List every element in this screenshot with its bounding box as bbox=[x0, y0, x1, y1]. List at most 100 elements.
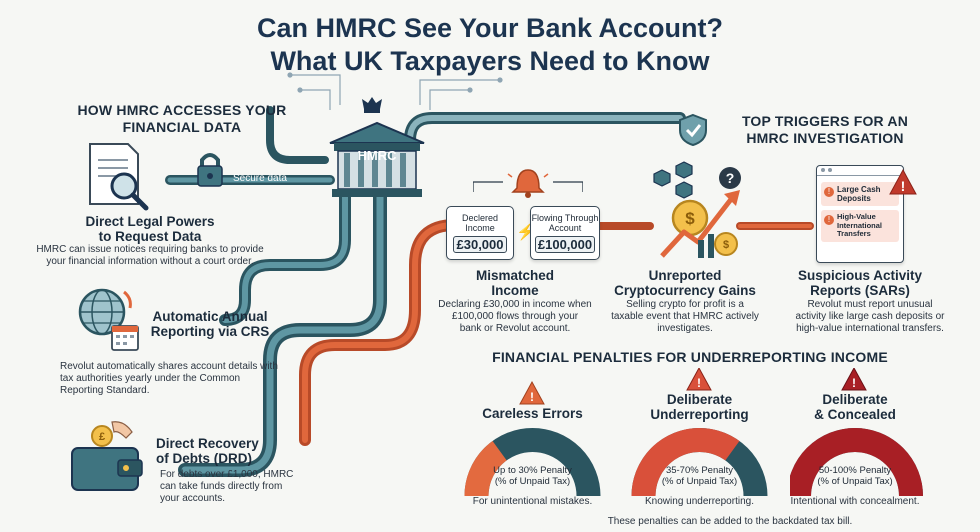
careless-gauge-label: Up to 30% Penalty (% of Unpaid Tax) bbox=[455, 465, 610, 487]
crypto-body-line-3: investigates. bbox=[657, 323, 713, 334]
direct-powers-body-line-2: your financial information without a cou… bbox=[46, 256, 254, 267]
crypto-body-line-1: Selling crypto for profit is a bbox=[626, 299, 744, 310]
crypto-body: Selling crypto for profit is a taxable e… bbox=[595, 299, 775, 335]
declared-income-card: Declered Income £30,000 bbox=[446, 206, 514, 260]
svg-text:$: $ bbox=[685, 209, 695, 228]
drd-body-line-3: your accounts. bbox=[160, 493, 226, 504]
sar-body-line-1: Revolut must report unusual bbox=[807, 299, 933, 310]
deliberate-gauge-line-1: 35-70% Penalty bbox=[665, 465, 734, 476]
concealed-gauge-line-1: 50-100% Penalty bbox=[818, 465, 892, 476]
penalty-deliberate: ! Deliberate Underreporting 35-70% Penal… bbox=[622, 368, 777, 518]
left-heading-line-1: HOW HMRC ACCESSES YOUR bbox=[77, 102, 287, 118]
svg-text:$: $ bbox=[723, 239, 729, 251]
declared-label-2: Income bbox=[465, 223, 495, 233]
drd-body-line-1: For debts over £1,000, HMRC bbox=[160, 469, 294, 480]
direct-powers-title-line-2: to Request Data bbox=[98, 229, 202, 244]
sar-item1-line2: Deposits bbox=[837, 194, 871, 203]
svg-text:!: ! bbox=[697, 376, 701, 390]
crypto-body-line-2: taxable event that HMRC actively bbox=[611, 311, 759, 322]
svg-text:!: ! bbox=[901, 178, 906, 194]
drd-title-line-2: of Debts (DRD) bbox=[156, 451, 252, 466]
drd-title: Direct Recovery of Debts (DRD) bbox=[156, 436, 266, 466]
careless-title-line-1: Careless Errors bbox=[482, 406, 583, 421]
svg-text:?: ? bbox=[726, 170, 735, 186]
document-magnifier-icon bbox=[89, 143, 149, 211]
crypto-title-line-1: Unreported bbox=[648, 268, 722, 283]
shield-icon bbox=[679, 113, 707, 147]
crs-body-line-1: Revolut automatically shares account det… bbox=[60, 361, 278, 372]
crs-body-line-2: tax authorities yearly under the Common bbox=[60, 373, 241, 384]
flowing-amount: £100,000 bbox=[535, 236, 595, 253]
declared-label-1: Declered bbox=[461, 213, 499, 223]
penalties-heading: FINANCIAL PENALTIES FOR UNDERREPORTING I… bbox=[492, 349, 888, 365]
sar-body: Revolut must report unusual activity lik… bbox=[770, 299, 970, 335]
sar-window-bar bbox=[817, 166, 903, 176]
crypto-growth-icon: ? $ $ bbox=[653, 161, 741, 258]
sar-body-line-2: activity like large cash deposits or bbox=[795, 311, 945, 322]
mismatch-body: Declaring £30,000 in income when £100,00… bbox=[420, 299, 610, 335]
crypto-title-line-2: Cryptocurrency Gains bbox=[614, 283, 756, 298]
sar-item-cash: ! Large Cash Deposits bbox=[821, 182, 899, 206]
crs-body-line-3: Reporting Standard. bbox=[60, 385, 150, 396]
penalty-gauge: ! bbox=[790, 368, 923, 497]
page-title: Can HMRC See Your Bank Account? What UK … bbox=[0, 12, 980, 78]
concealed-title-line-2: & Concealed bbox=[814, 407, 896, 422]
mismatch-title-line-1: Mismatched bbox=[475, 268, 555, 283]
sar-item1-line1: Large Cash bbox=[837, 185, 881, 194]
concealed-gauge-label: 50-100% Penalty (% of Unpaid Tax) bbox=[790, 465, 920, 487]
mismatch-body-line-3: bank or Revolut account. bbox=[459, 323, 571, 334]
drd-body: For debts over £1,000, HMRC can take fun… bbox=[160, 469, 310, 505]
penalty-gauge: ! bbox=[631, 368, 768, 497]
svg-text:!: ! bbox=[530, 390, 534, 404]
orange-pipe bbox=[299, 219, 814, 446]
concealed-title-line-1: Deliberate bbox=[822, 392, 888, 407]
drd-body-line-2: can take funds directly from bbox=[160, 481, 283, 492]
svg-text:!: ! bbox=[852, 376, 856, 390]
flowing-label-2: Account bbox=[548, 223, 582, 233]
deliberate-gauge-label: 35-70% Penalty (% of Unpaid Tax) bbox=[622, 465, 777, 487]
globe-calendar-icon bbox=[78, 288, 139, 351]
careless-title: Careless Errors bbox=[455, 406, 610, 421]
sar-item2-line2: International bbox=[837, 220, 883, 230]
title-line-1: Can HMRC See Your Bank Account? bbox=[256, 13, 724, 43]
concealed-title: Deliberate & Concealed bbox=[790, 392, 920, 422]
title-line-2: What UK Taxpayers Need to Know bbox=[270, 46, 710, 76]
crypto-title: Unreported Cryptocurrency Gains bbox=[610, 268, 760, 298]
mismatch-body-line-2: £100,000 flows through your bbox=[451, 311, 579, 322]
direct-powers-body-line-1: HMRC can issue notices requiring banks t… bbox=[36, 244, 264, 255]
mismatch-title-line-2: Income bbox=[491, 283, 539, 298]
hmrc-building-icon bbox=[329, 97, 425, 197]
sar-title-line-2: Reports (SARs) bbox=[810, 283, 910, 298]
wallet-hand-icon: £ bbox=[71, 421, 143, 491]
flowing-label-1: Flowing Through bbox=[531, 213, 599, 223]
deliberate-caption: Knowing underreporting. bbox=[645, 496, 754, 507]
penalties-footnote: These penalties can be added to the back… bbox=[607, 516, 853, 527]
crs-title-line-2: Reporting via CRS bbox=[150, 324, 270, 339]
direct-powers-title: Direct Legal Powers to Request Data bbox=[55, 214, 245, 244]
mismatch-body-line-1: Declaring £30,000 in income when bbox=[438, 299, 592, 310]
direct-powers-body: HMRC can issue notices requiring banks t… bbox=[20, 244, 280, 268]
flowing-account-card: Flowing Through Account £100,000 bbox=[530, 206, 600, 260]
sar-body-line-3: high-value international transfers. bbox=[796, 323, 944, 334]
crs-title: Automatic Annual Reporting via CRS bbox=[150, 309, 270, 339]
deliberate-gauge-line-2: (% of Unpaid Tax) bbox=[661, 476, 738, 487]
svg-text:£: £ bbox=[99, 431, 105, 443]
triggers-heading: TOP TRIGGERS FOR AN HMRC INVESTIGATION bbox=[730, 113, 920, 147]
left-section-heading: HOW HMRC ACCESSES YOUR FINANCIAL DATA bbox=[72, 102, 292, 136]
warning-triangle-icon: ! bbox=[889, 168, 917, 195]
sar-title: Suspicious Activity Reports (SARs) bbox=[785, 268, 935, 298]
mismatch-title: Mismatched Income bbox=[440, 268, 590, 298]
penalty-careless: ! Careless Errors Up to 30% Penalty (% o… bbox=[455, 368, 610, 518]
sar-item2-line3: Transfers bbox=[837, 229, 871, 238]
declared-amount: £30,000 bbox=[453, 236, 507, 253]
concealed-caption: Intentional with concealment. bbox=[790, 496, 920, 507]
left-heading-line-2: FINANCIAL DATA bbox=[122, 119, 242, 135]
sar-panel: ! Large Cash Deposits ! High-Value Inter… bbox=[816, 165, 904, 263]
deliberate-title-line-2: Underreporting bbox=[650, 407, 749, 422]
circuit-lines bbox=[287, 72, 503, 110]
sar-title-line-1: Suspicious Activity bbox=[797, 268, 923, 283]
crs-body: Revolut automatically shares account det… bbox=[60, 361, 290, 397]
alert-dot-icon: ! bbox=[824, 215, 834, 225]
concealed-gauge-line-2: (% of Unpaid Tax) bbox=[817, 476, 893, 487]
penalty-concealed: ! Deliberate & Concealed 50-100% Penalty… bbox=[790, 368, 945, 518]
